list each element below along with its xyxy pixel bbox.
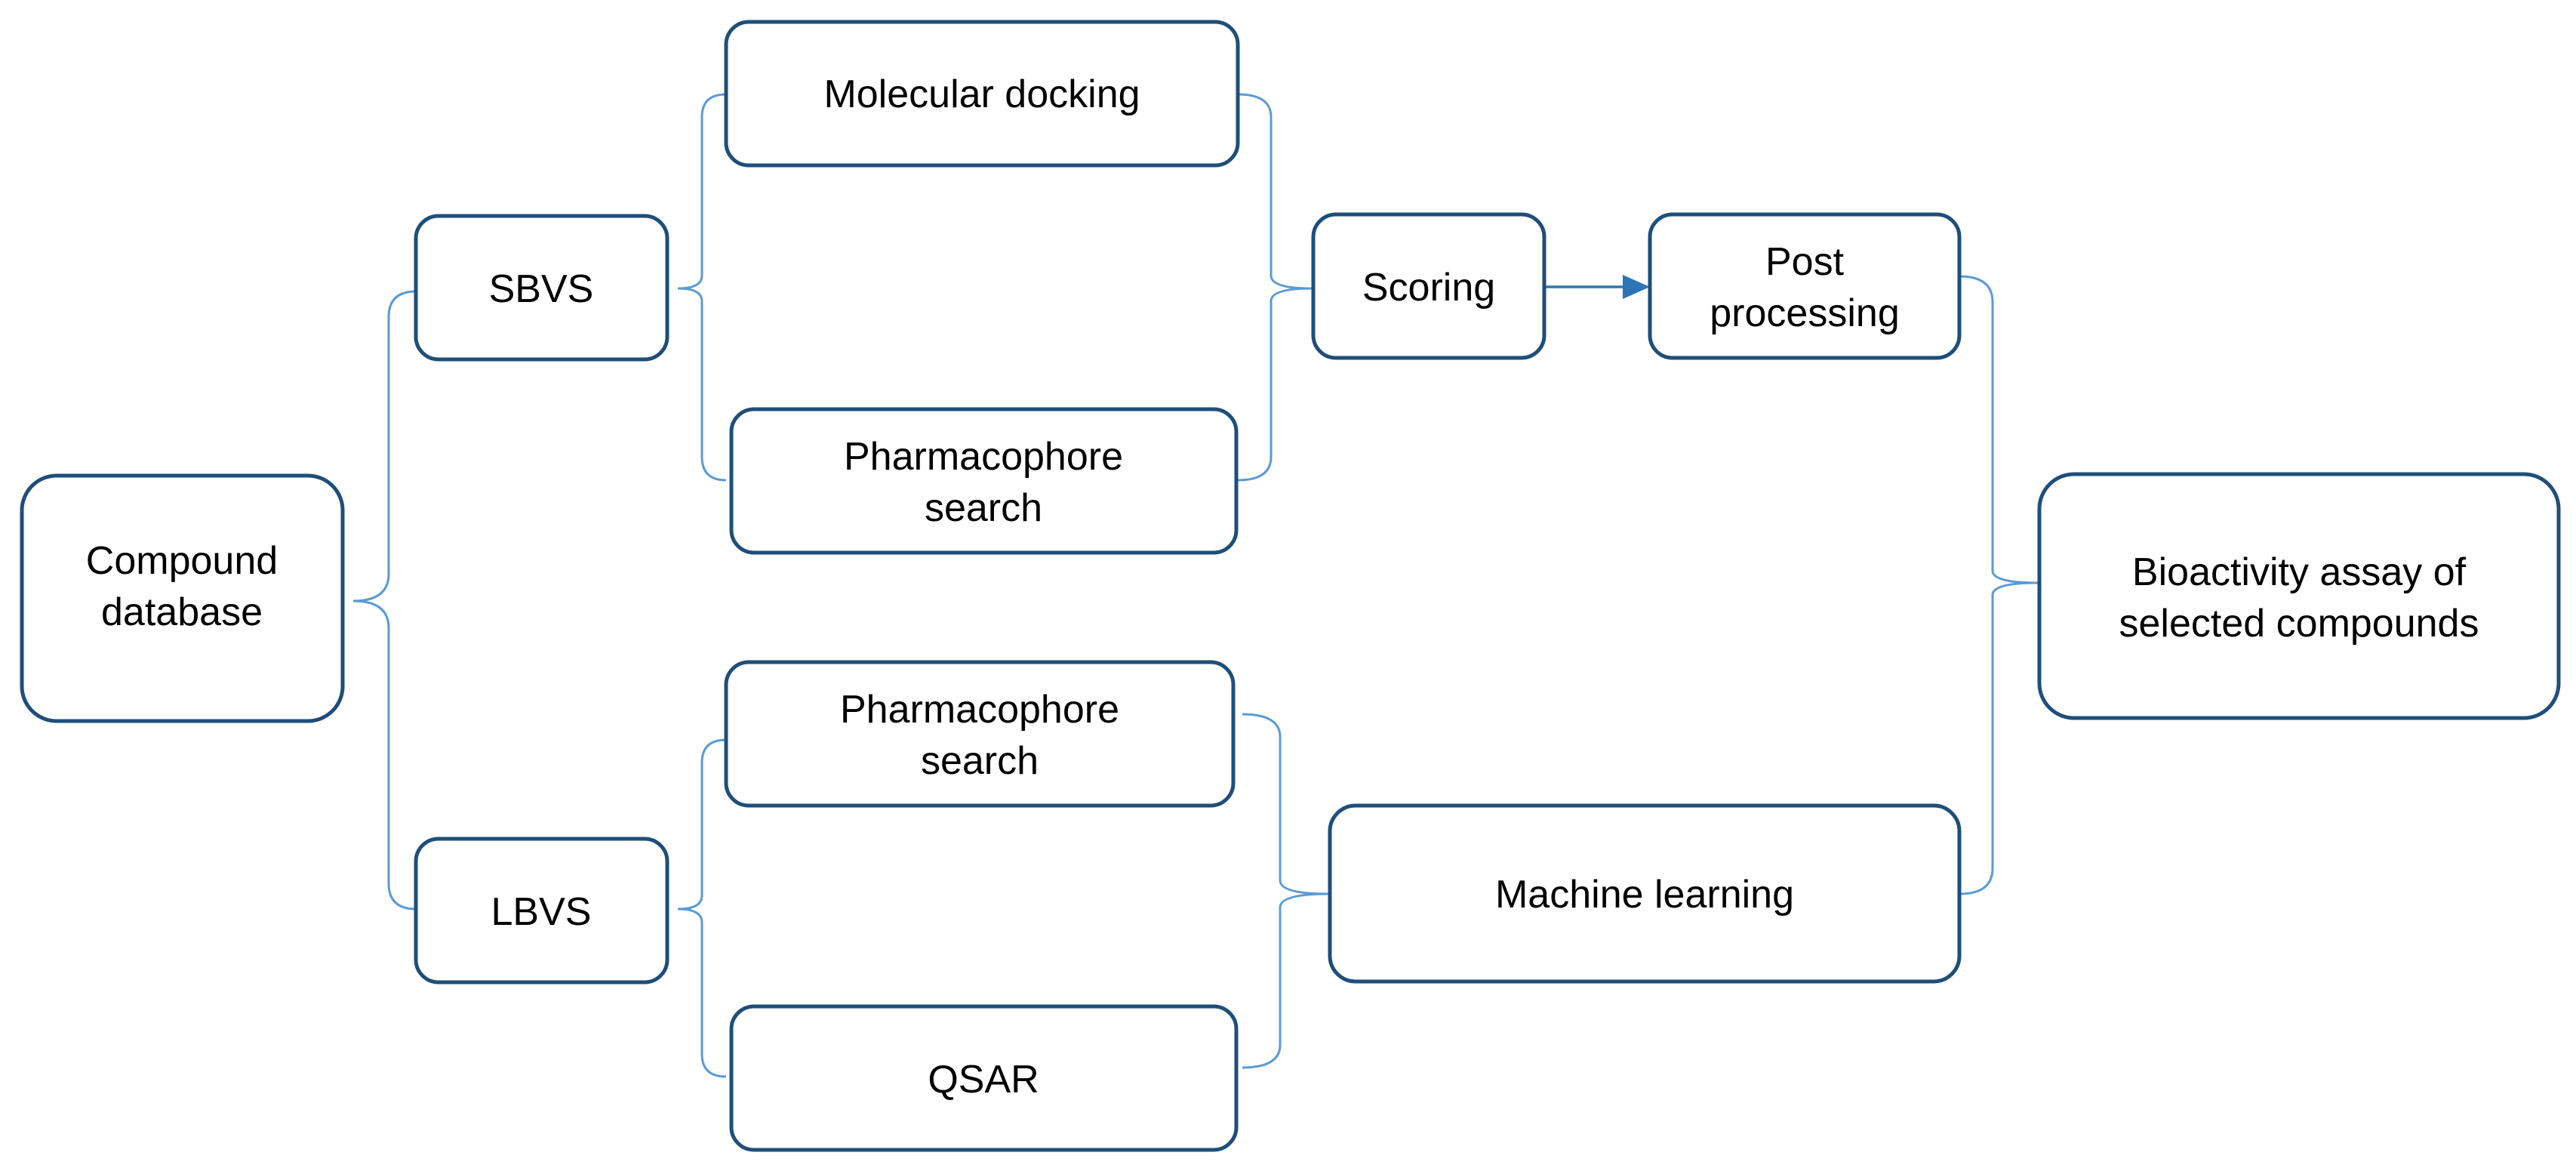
node-post-processing-line-1: Post [1765,240,1845,284]
svg-text:Scoring: Scoring [1362,266,1495,310]
node-lbvs-label: LBVS [491,890,592,934]
svg-text:SBVS: SBVS [489,267,594,311]
svg-text:search: search [925,486,1042,530]
node-compound-database: Compound database [20,473,345,723]
connector-pharma-qsar-to-ml [1242,713,1329,1069]
node-pharmacophore-search-sb-line-1: Pharmacophore [844,435,1123,479]
svg-text:Compound: Compound [86,539,278,583]
node-lbvs: LBVS [414,837,669,985]
svg-text:search: search [921,739,1039,783]
node-machine-learning: Machine learning [1328,803,1962,984]
connector-docking-pharma-to-scoring [1237,93,1313,482]
node-molecular-docking: Molecular docking [724,20,1240,168]
svg-text:selected compounds: selected compounds [2119,602,2479,646]
node-post-processing-line-2: processing [1710,291,1899,335]
node-qsar: QSAR [729,1004,1239,1152]
svg-text:Molecular docking: Molecular docking [823,72,1140,116]
svg-text:database: database [101,590,263,634]
connector-lbvs-to-pharma-qsar [677,738,727,1078]
node-compound-database-line-1: Compound [86,539,278,583]
node-pharmacophore-search-sb-line-2: search [925,486,1042,530]
svg-text:processing: processing [1710,291,1899,335]
node-bioactivity-assay-line-2: selected compounds [2119,602,2479,646]
svg-text:Post: Post [1765,240,1845,284]
svg-text:Pharmacophore: Pharmacophore [844,435,1123,479]
node-molecular-docking-label: Molecular docking [823,72,1140,116]
node-bioactivity-assay-line-1: Bioactivity assay of [2132,550,2467,594]
node-machine-learning-label: Machine learning [1495,873,1794,917]
node-pharmacophore-search-lb-line-1: Pharmacophore [840,688,1119,732]
node-qsar-label: QSAR [928,1058,1039,1102]
connector-sbvs-to-docking-pharma [677,93,727,482]
node-sbvs: SBVS [414,214,669,362]
node-sbvs-label: SBVS [489,267,594,311]
node-pharmacophore-search-sb: Pharmacophore search [729,407,1239,555]
svg-text:Machine learning: Machine learning [1495,873,1794,917]
node-pharmacophore-search-lb: Pharmacophore search [724,660,1236,808]
connector-post-ml-to-bioactivity [1959,275,2039,895]
node-bioactivity-assay: Bioactivity assay of selected compounds [2037,472,2561,720]
svg-text:Pharmacophore: Pharmacophore [840,688,1119,732]
node-compound-database-line-2: database [101,590,263,634]
connector-compound-to-sbvs-lbvs [352,290,417,911]
svg-text:LBVS: LBVS [491,890,592,934]
node-pharmacophore-search-lb-line-2: search [921,739,1039,783]
svg-text:QSAR: QSAR [928,1058,1039,1102]
svg-text:Bioactivity assay of: Bioactivity assay of [2132,550,2467,594]
arrow-scoring-to-post-processing [1544,275,1650,299]
node-scoring-label: Scoring [1362,266,1495,310]
node-scoring: Scoring [1311,212,1547,360]
node-post-processing: Post processing [1648,212,1962,360]
